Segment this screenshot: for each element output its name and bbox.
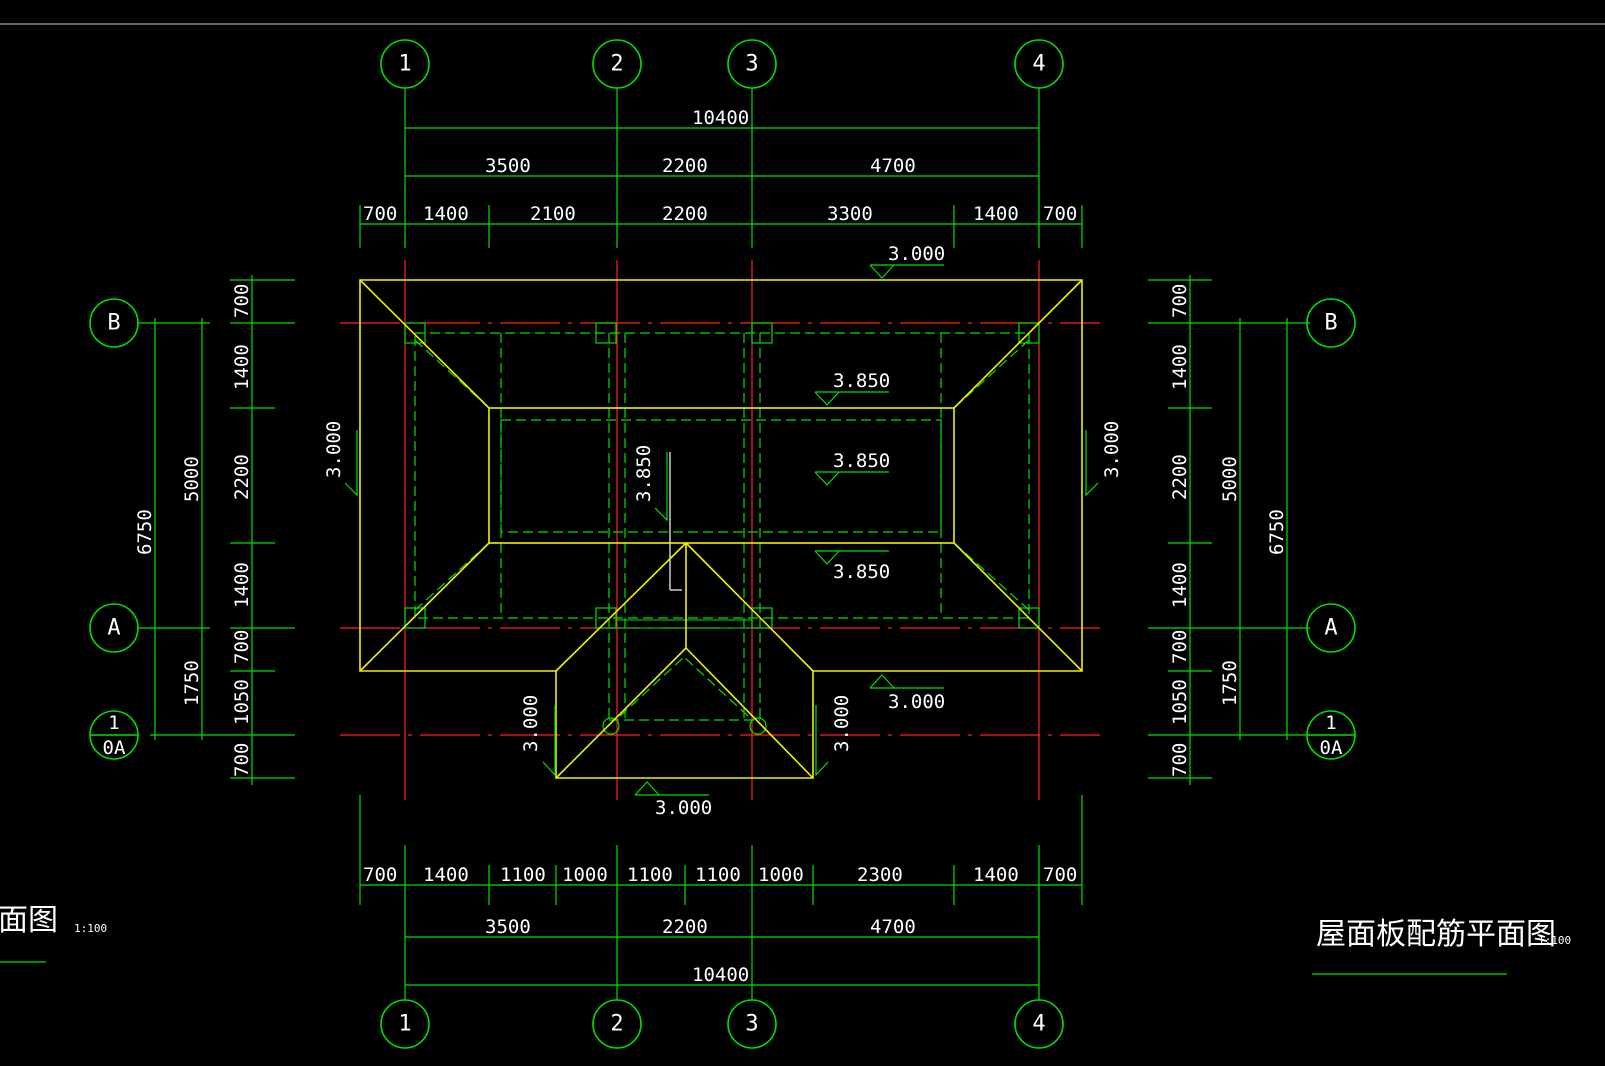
dim-right-total: 6750 [1266,509,1288,555]
axis-bubble-top-2[interactable] [592,39,642,89]
dim-top-axis-3: 4700 [870,155,916,177]
dim-top-detail-2: 1400 [423,203,469,225]
axis-bubble-top-4[interactable] [1014,39,1064,89]
dim-bottom-detail-8: 2300 [857,864,903,886]
dim-right-detail-5: 700 [1169,630,1191,664]
axis-label-left-0a-top: 1 [108,712,119,734]
elevation-right-side-eave: 3.000 [1101,421,1123,478]
roof-outline [359,279,1083,779]
dim-bottom-axis-2: 2200 [662,916,708,938]
axis-bubble-bottom-2[interactable] [592,999,642,1049]
axis-label-right-0a-top: 1 [1325,712,1336,734]
dim-right-mid-1: 5000 [1219,456,1241,502]
elevation-ridge-center: 3.850 [833,450,890,472]
axis-label-top-2: 2 [610,52,623,77]
dim-bottom-detail-10: 700 [1043,864,1077,886]
drawing-title: 屋面板配筋平面图 [1316,917,1556,952]
dim-top-detail-1: 700 [363,203,397,225]
dim-left-detail-7: 700 [231,743,253,777]
axis-lines [340,260,1100,800]
axis-bubble-left-a[interactable] [89,603,139,653]
dim-top-total: 10400 [692,107,749,129]
axis-bubble-bottom-4[interactable] [1014,999,1064,1049]
dim-bottom-axis-3: 4700 [870,916,916,938]
dim-top-detail-3: 2100 [530,203,576,225]
elevation-right-eave: 3.000 [888,691,945,713]
dim-bottom-detail-3: 1100 [500,864,546,886]
dim-right-detail-7: 700 [1169,743,1191,777]
dim-top-axis-1: 3500 [485,155,531,177]
left-title-fragment: 面图 [0,903,58,938]
axis-label-top-3: 3 [745,52,758,77]
dimension-lines [0,88,1507,1000]
drawing-scale: 1:100 [1538,934,1571,947]
dim-left-detail-4: 1400 [231,562,253,608]
axis-bubble-bottom-3[interactable] [727,999,777,1049]
elevation-ridge-upper: 3.850 [833,370,890,392]
dim-bottom-detail-1: 700 [363,864,397,886]
axis-label-bottom-3: 3 [745,1012,758,1037]
elevation-markers [344,264,1099,796]
dim-bottom-detail-2: 1400 [423,864,469,886]
elevation-bottom-eave: 3.000 [655,797,712,819]
axis-bubble-top-3[interactable] [727,39,777,89]
dim-left-detail-3: 2200 [231,454,253,500]
dim-right-mid-2: 1750 [1219,660,1241,706]
dim-top-detail-6: 1400 [973,203,1019,225]
dim-bottom-detail-6: 1100 [695,864,741,886]
axis-label-left-a: A [107,616,120,641]
axis-label-top-4: 4 [1032,52,1045,77]
dim-left-detail-5: 700 [231,630,253,664]
dim-bottom-total: 10400 [692,964,749,986]
dim-bottom-detail-5: 1100 [627,864,673,886]
dim-right-detail-6: 1050 [1169,679,1191,725]
axis-label-bottom-4: 4 [1032,1012,1045,1037]
axis-label-bottom-1: 1 [398,1012,411,1037]
dim-left-detail-2: 1400 [231,344,253,390]
dim-right-detail-3: 2200 [1169,454,1191,500]
dim-bottom-detail-7: 1000 [758,864,804,886]
axis-label-bottom-2: 2 [610,1012,623,1037]
dim-left-detail-1: 700 [231,284,253,318]
axis-bubbles [89,39,1356,1049]
dim-top-detail-4: 2200 [662,203,708,225]
axis-label-top-1: 1 [398,52,411,77]
dim-bottom-axis-1: 3500 [485,916,531,938]
elevation-porch-right: 3.000 [831,695,853,752]
elevation-ridge-vertical: 3.850 [633,445,655,502]
dim-bottom-detail-9: 1400 [973,864,1019,886]
elevation-porch-left: 3.000 [520,695,542,752]
axis-bubble-right-a[interactable] [1306,603,1356,653]
axis-bubble-left-b[interactable] [89,298,139,348]
elevation-ridge-lower: 3.850 [833,561,890,583]
dim-left-mid-2: 1750 [181,660,203,706]
dim-bottom-detail-4: 1000 [562,864,608,886]
axis-label-right-b: B [1324,311,1337,336]
dim-left-total: 6750 [134,509,156,555]
dim-right-detail-1: 700 [1169,284,1191,318]
axis-label-right-0a-bottom: 0A [1320,737,1343,759]
axis-bubble-bottom-1[interactable] [380,999,430,1049]
axis-label-right-a: A [1324,616,1337,641]
elevation-top-eave: 3.000 [888,243,945,265]
axis-bubble-right-b[interactable] [1306,298,1356,348]
axis-label-left-b: B [107,311,120,336]
axis-bubble-top-1[interactable] [380,39,430,89]
dim-left-mid-1: 5000 [181,456,203,502]
dim-top-detail-7: 700 [1043,203,1077,225]
dim-right-detail-2: 1400 [1169,344,1191,390]
elevation-left-eave: 3.000 [323,421,345,478]
dim-left-detail-6: 1050 [231,679,253,725]
dim-right-detail-4: 1400 [1169,562,1191,608]
dim-top-detail-5: 3300 [827,203,873,225]
axis-label-left-0a-bottom: 0A [103,737,126,759]
left-drawing-scale: 1:100 [74,922,107,935]
dim-top-axis-2: 2200 [662,155,708,177]
